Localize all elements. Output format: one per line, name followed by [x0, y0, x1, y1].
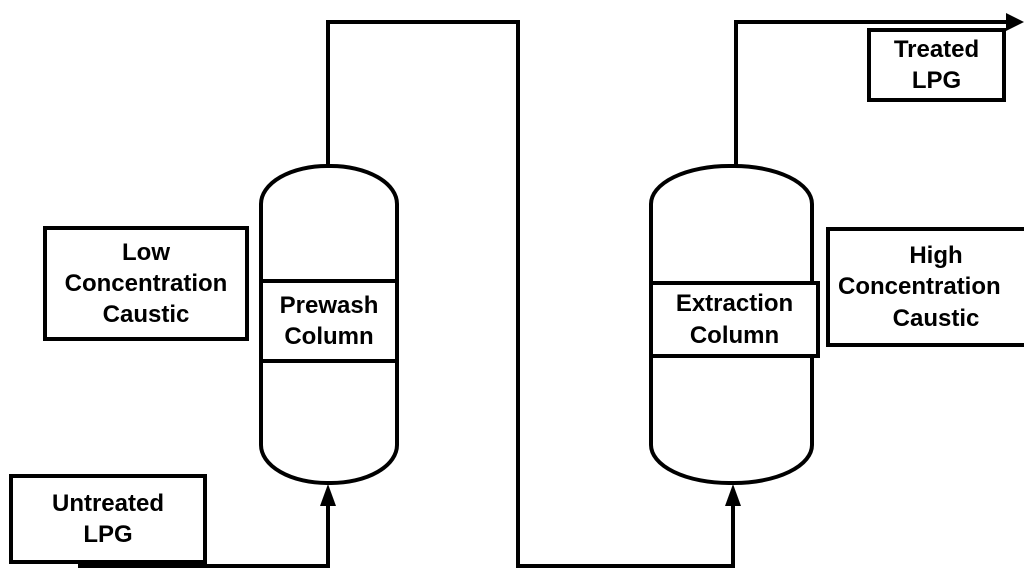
low-caustic-line-1: Low [122, 238, 170, 266]
extraction-line-1: Extraction [675, 290, 794, 318]
treated-lpg-label: Treated LPG [869, 30, 1004, 100]
prewash-column-label-box [259, 279, 399, 363]
high-caustic-line-1: High [909, 242, 963, 270]
untreated-lpg-label: Untreated LPG [11, 476, 205, 562]
extraction-line-2: Column [689, 321, 780, 349]
low-concentration-caustic-box [43, 226, 249, 341]
outlet-arrowhead [1006, 13, 1024, 31]
extraction-column-label: Extraction Column [651, 283, 818, 356]
transfer-line [326, 20, 735, 568]
prewash-line-2: Column [284, 323, 374, 350]
high-caustic-line-2: Concentration [838, 273, 1001, 301]
untreated-lpg-line-1: Untreated [51, 489, 165, 517]
low-caustic-line-2: Concentration [64, 269, 228, 297]
low-caustic-line-3: Caustic [102, 301, 190, 329]
low-concentration-caustic-label: Low Concentration Caustic [45, 228, 247, 339]
untreated-lpg-feed-line [78, 500, 330, 568]
high-concentration-caustic-label: High Concentration Caustic [828, 229, 1024, 345]
treated-lpg-line-2: LPG [911, 67, 962, 94]
high-caustic-line-3: Caustic [892, 304, 980, 332]
treated-lpg-line-1: Treated [893, 35, 980, 63]
extraction-inlet-arrowhead [725, 484, 741, 506]
extraction-column-label-box [649, 281, 820, 358]
treated-lpg-outlet-line [734, 20, 1008, 166]
high-concentration-caustic-box [826, 227, 1024, 347]
treated-lpg-box [867, 28, 1006, 102]
untreated-lpg-box [9, 474, 207, 564]
prewash-column-label: Prewash Column [261, 281, 397, 361]
untreated-lpg-line-2: LPG [83, 521, 133, 548]
prewash-line-1: Prewash [279, 291, 379, 319]
prewash-inlet-arrowhead [320, 484, 336, 506]
